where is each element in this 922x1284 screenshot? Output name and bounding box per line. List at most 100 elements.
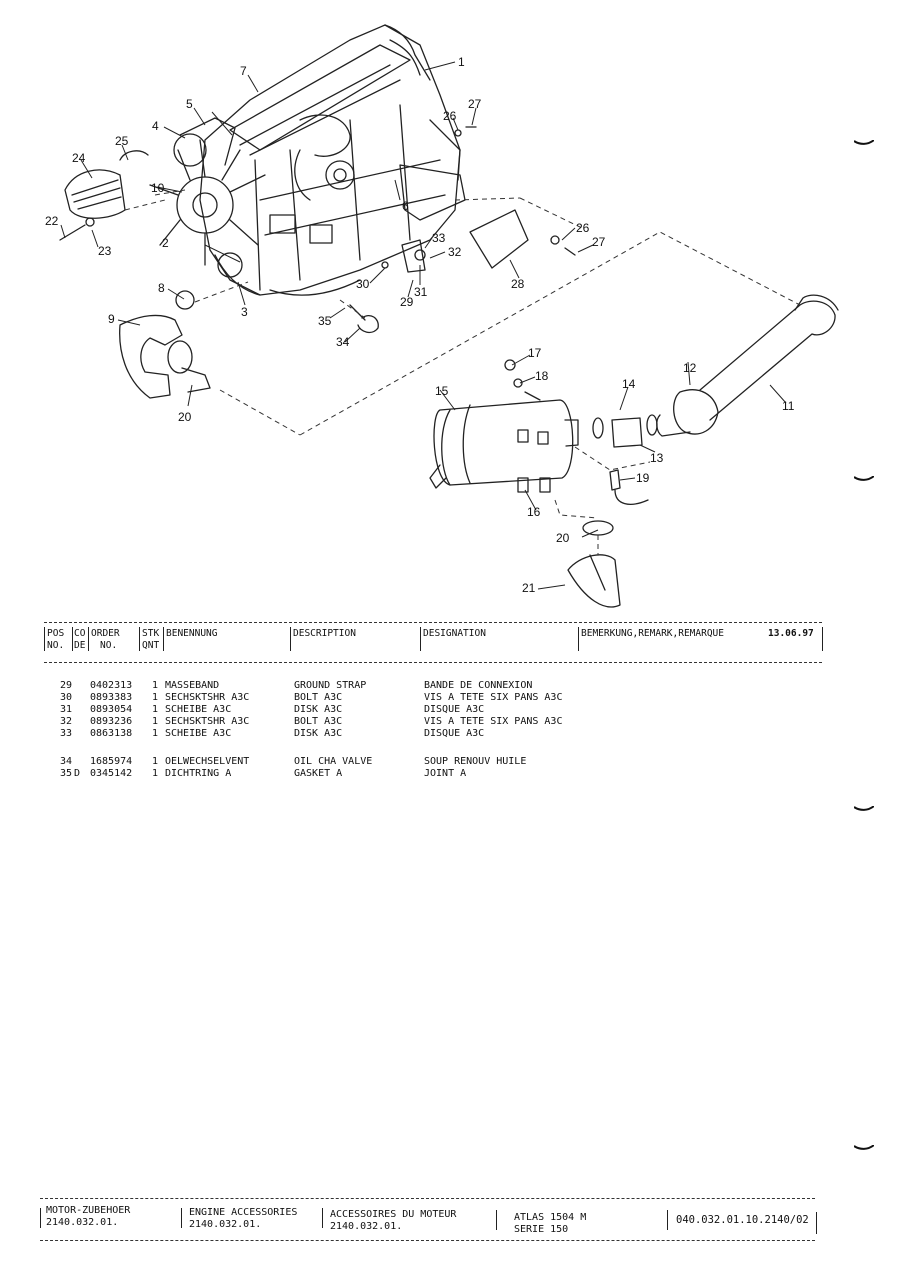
table-row: 30 0893383 1 SECHSKTSHR A3C BOLT A3C VIS…	[0, 692, 922, 704]
row-order: 0402313	[90, 680, 133, 691]
callout-17: 17	[528, 346, 542, 360]
header-remark: BEMERKUNG,REMARK,REMARQUE	[581, 628, 724, 639]
callout-34: 34	[336, 335, 350, 349]
callout-19: 19	[636, 471, 650, 485]
callout-27: 27	[468, 97, 482, 111]
table-top-rule	[44, 622, 822, 623]
footer-divider	[816, 1212, 817, 1234]
row-designation: VIS A TETE SIX PANS A3C	[424, 716, 563, 727]
column-divider	[44, 627, 45, 651]
row-pos: 30	[59, 692, 72, 703]
row-pos: 29	[59, 680, 72, 691]
margin-mark	[854, 476, 874, 481]
header-stk: STK	[142, 628, 160, 639]
callout-1: 1	[458, 55, 465, 69]
row-order: 0893236	[90, 716, 133, 727]
row-benennung: OELWECHSELVENT	[165, 756, 250, 767]
footer-en-code: 2140.032.01.	[189, 1219, 262, 1230]
callout-20: 20	[178, 410, 192, 424]
row-qty: 1	[152, 692, 159, 703]
footer-divider	[667, 1210, 668, 1230]
callout-13: 13	[650, 451, 664, 465]
row-description: BOLT A3C	[294, 716, 343, 727]
callout-10: 10	[151, 181, 165, 195]
row-description: DISK A3C	[294, 728, 343, 739]
callout-8: 8	[158, 281, 165, 295]
table-row: 29 0402313 1 MASSEBAND GROUND STRAP BAND…	[0, 680, 922, 692]
row-description: BOLT A3C	[294, 692, 343, 703]
callout-15: 15	[435, 384, 449, 398]
callout-25: 25	[115, 134, 129, 148]
row-benennung: SECHSKTSHR A3C	[165, 692, 250, 703]
callout-30: 30	[356, 277, 370, 291]
footer-divider	[322, 1208, 323, 1228]
row-qty: 1	[152, 680, 159, 691]
table-row: 31 0893054 1 SCHEIBE A3C DISK A3C DISQUE…	[0, 704, 922, 716]
callout-11: 11	[782, 399, 795, 413]
row-designation: JOINT A	[424, 768, 467, 779]
row-benennung: SCHEIBE A3C	[165, 728, 232, 739]
row-pos: 32	[59, 716, 72, 727]
row-description: DISK A3C	[294, 704, 343, 715]
header-order: ORDER	[91, 628, 120, 639]
callout-32: 32	[448, 245, 462, 259]
footer-bottom-rule	[40, 1240, 815, 1241]
column-divider	[72, 627, 73, 651]
row-pos: 33	[59, 728, 72, 739]
column-divider	[88, 627, 89, 651]
row-pos: 35	[59, 768, 72, 779]
footer-model: ATLAS 1504 M	[514, 1212, 587, 1223]
row-benennung: SECHSKTSHR A3C	[165, 716, 250, 727]
row-pos: 31	[59, 704, 72, 715]
margin-mark	[854, 1145, 874, 1150]
row-benennung: MASSEBAND	[165, 680, 220, 691]
hose-elbow-drawing	[119, 290, 211, 399]
footer-series: SERIE 150	[514, 1224, 569, 1235]
callout-20b: 20	[556, 531, 570, 545]
row-order: 0345142	[90, 768, 133, 779]
header-qnt: QNT	[142, 640, 160, 651]
callout-33: 33	[432, 231, 446, 245]
callout-23: 23	[98, 244, 112, 258]
row-order: 1685974	[90, 756, 133, 767]
header-de: DE	[74, 640, 86, 651]
callout-5: 5	[186, 97, 193, 111]
engine-block-drawing	[199, 24, 466, 296]
row-code: D	[74, 768, 81, 779]
callout-2: 2	[162, 236, 169, 250]
row-description: OIL CHA VALVE	[294, 756, 373, 767]
callout-26: 26	[443, 109, 457, 123]
footer-fr-code: 2140.032.01.	[330, 1221, 403, 1232]
header-no: NO.	[47, 640, 65, 651]
callout-22: 22	[45, 214, 59, 228]
table-row: 34 1685974 1 OELWECHSELVENT OIL CHA VALV…	[0, 756, 922, 768]
row-benennung: DICHTRING A	[165, 768, 232, 779]
footer-en-title: ENGINE ACCESSORIES	[189, 1207, 298, 1218]
header-date: 13.06.97	[768, 628, 814, 639]
footer-de-title: MOTOR-ZUBEHOER	[46, 1205, 131, 1216]
callout-14: 14	[622, 377, 636, 391]
footer-divider	[496, 1210, 497, 1230]
footer-divider	[181, 1208, 182, 1228]
header-benennung: BENENNUNG	[166, 628, 218, 639]
fan-cover-drawing	[64, 150, 149, 219]
callout-27b: 27	[592, 235, 606, 249]
exploded-parts-diagram: 1 2 3 4 5 6 7 8 9 10 11 12 13 14 15 16 1…	[45, 24, 839, 608]
footer-top-rule	[40, 1198, 815, 1199]
callout-26b: 26	[576, 221, 590, 235]
row-designation: SOUP RENOUV HUILE	[424, 756, 527, 767]
callout-12: 12	[683, 361, 697, 375]
header-pos: POS	[47, 628, 65, 639]
callout-31: 31	[414, 285, 428, 299]
callout-18: 18	[535, 369, 549, 383]
margin-mark	[854, 140, 874, 145]
callout-24: 24	[72, 151, 86, 165]
callout-16: 16	[527, 505, 541, 519]
callout-21: 21	[522, 581, 536, 595]
callout-3: 3	[241, 305, 248, 319]
row-qty: 1	[152, 756, 159, 767]
margin-mark	[854, 806, 874, 811]
fan-drawing	[149, 117, 266, 278]
row-pos: 34	[59, 756, 72, 767]
row-qty: 1	[152, 768, 159, 779]
